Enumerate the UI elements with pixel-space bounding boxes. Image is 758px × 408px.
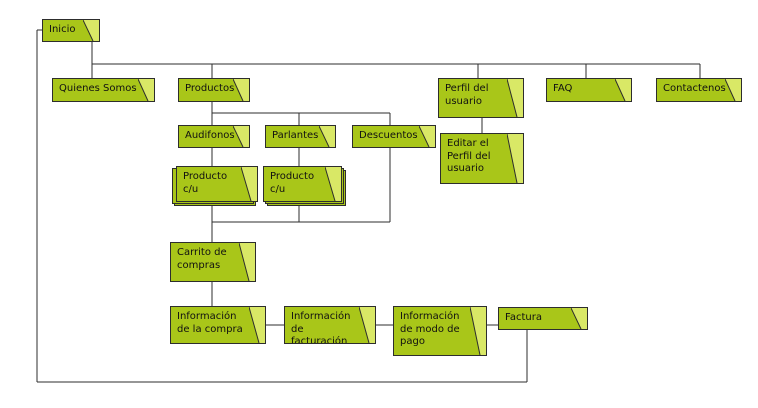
- node-factura[interactable]: Factura: [498, 307, 588, 330]
- node-label: Factura: [505, 312, 542, 323]
- tab-decoration: [507, 134, 523, 183]
- node-label: FAQ: [553, 83, 573, 94]
- node-carrito[interactable]: Carrito de compras: [170, 242, 256, 282]
- tab-decoration: [249, 307, 265, 343]
- node-perfil-usuario[interactable]: Perfil del usuario: [438, 78, 524, 118]
- node-label: Perfil del usuario: [445, 83, 489, 107]
- node-label: Contactenos: [663, 83, 726, 94]
- node-label: Información de la compra: [177, 311, 243, 335]
- node-audifonos[interactable]: Audifonos: [178, 125, 250, 148]
- tab-decoration: [325, 167, 341, 201]
- node-descuentos[interactable]: Descuentos: [352, 125, 436, 148]
- node-producto-audifonos[interactable]: Producto c/u: [176, 166, 258, 202]
- tab-decoration: [233, 126, 249, 147]
- node-label: Información de modo de pago: [400, 311, 460, 347]
- node-editar-perfil[interactable]: Editar el Perfil del usuario: [440, 133, 524, 184]
- tab-decoration: [241, 167, 257, 201]
- tab-decoration: [571, 308, 587, 329]
- node-quienes-somos[interactable]: Quienes Somos: [52, 78, 155, 102]
- node-label: Carrito de compras: [177, 247, 227, 271]
- tab-decoration: [615, 79, 631, 101]
- tab-decoration: [83, 20, 99, 41]
- node-label: Información de facturación: [291, 311, 351, 344]
- tab-decoration: [359, 307, 375, 343]
- node-label: Producto c/u: [183, 171, 228, 195]
- node-parlantes[interactable]: Parlantes: [265, 125, 336, 148]
- node-label: Inicio: [49, 24, 76, 35]
- node-contactenos[interactable]: Contactenos: [656, 78, 742, 102]
- node-label: Productos: [185, 83, 235, 94]
- tab-decoration: [233, 79, 249, 101]
- node-faq[interactable]: FAQ: [546, 78, 632, 102]
- node-label: Audifonos: [185, 130, 235, 141]
- node-info-facturacion[interactable]: Información de facturación: [284, 306, 376, 344]
- tab-decoration: [507, 79, 523, 117]
- tab-decoration: [319, 126, 335, 147]
- node-info-compra[interactable]: Información de la compra: [170, 306, 266, 344]
- node-label: Quienes Somos: [59, 83, 137, 94]
- tab-decoration: [725, 79, 741, 101]
- node-productos[interactable]: Productos: [178, 78, 250, 102]
- tab-decoration: [419, 126, 435, 147]
- node-label: Parlantes: [272, 130, 319, 141]
- tab-decoration: [138, 79, 154, 101]
- node-info-modo-pago[interactable]: Información de modo de pago: [393, 306, 487, 356]
- node-label: Descuentos: [359, 130, 418, 141]
- tab-decoration: [470, 307, 486, 355]
- tab-decoration: [239, 243, 255, 281]
- node-label: Producto c/u: [270, 171, 315, 195]
- node-producto-parlantes[interactable]: Producto c/u: [263, 166, 342, 202]
- node-label: Editar el Perfil del usuario: [447, 138, 491, 174]
- node-inicio[interactable]: Inicio: [42, 19, 100, 42]
